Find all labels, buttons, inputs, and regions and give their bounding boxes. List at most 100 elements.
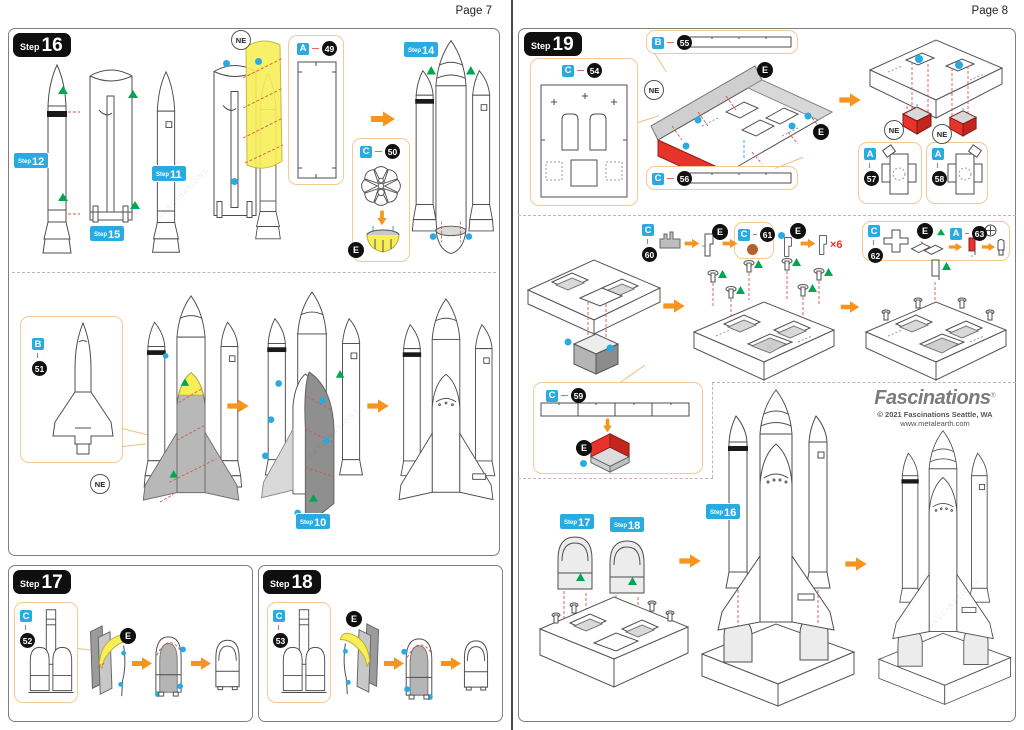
engine-mount-finished-illustration xyxy=(212,636,243,691)
part-letter: A xyxy=(950,227,962,240)
part-number: 61 xyxy=(760,227,775,242)
part-c52-illustration xyxy=(26,606,76,700)
rocket-stack-illustration xyxy=(402,30,500,266)
label-dash xyxy=(37,353,38,358)
part-label-c53: C 53 xyxy=(273,610,288,648)
step-number: 11 xyxy=(170,168,182,181)
copyright-text: © 2021 Fascinations Seattle, WA xyxy=(877,410,993,419)
step-number: 16 xyxy=(724,506,737,519)
label-dash xyxy=(869,163,870,168)
center-tank-half-illustration xyxy=(210,56,260,231)
step-12-chip: Step 12 xyxy=(12,152,50,169)
center-tank-half-illustration xyxy=(86,62,136,234)
label-dash xyxy=(25,625,26,630)
part-label-c52: C 52 xyxy=(20,610,35,648)
part-number: 60 xyxy=(642,247,657,262)
arrow-right-icon xyxy=(800,238,816,249)
part-number: 55 xyxy=(677,35,692,50)
tab-dot xyxy=(223,60,230,67)
arrow-right-icon xyxy=(370,110,396,128)
part-number: 54 xyxy=(587,63,602,78)
step-number: 15 xyxy=(108,228,121,241)
part-letter: C xyxy=(738,228,750,241)
arrow-down-icon xyxy=(602,418,613,433)
part-a49-illustration xyxy=(294,58,340,182)
arrow-right-icon xyxy=(131,656,153,671)
section-divider xyxy=(12,272,496,273)
arrow-right-icon xyxy=(366,398,390,414)
part-number: 58 xyxy=(932,171,947,186)
arrow-right-icon xyxy=(722,238,738,249)
part-letter: A xyxy=(864,148,876,160)
ne-marker: NE xyxy=(884,120,904,140)
part-letter: C xyxy=(360,145,372,158)
step-number: 18 xyxy=(628,519,641,532)
part-number: 57 xyxy=(864,171,879,186)
part-letter: A xyxy=(932,148,944,160)
label-dash xyxy=(312,48,319,49)
step-number: 19 xyxy=(552,33,574,55)
e-marker: E xyxy=(576,440,592,456)
part-label-c60: C 60 xyxy=(642,224,657,262)
part-number: 62 xyxy=(868,248,883,263)
section-divider xyxy=(712,382,1016,383)
base-box-illustration xyxy=(862,30,1010,130)
arrow-right-icon xyxy=(684,238,700,249)
brand-logo: Fascinations® © 2021 Fascinations Seattl… xyxy=(856,388,1014,428)
part-label-b55: B 55 xyxy=(652,35,692,50)
part-label-c50: C 50 xyxy=(360,144,400,159)
part-number: 50 xyxy=(385,144,400,159)
label-dash xyxy=(753,234,757,235)
step-10-chip: Step 10 xyxy=(294,513,332,530)
page-7-label: Page 7 xyxy=(455,5,492,17)
panel-and-yellow-arch-illustration xyxy=(87,622,131,700)
part-label-c54: C 54 xyxy=(562,63,602,78)
part-letter: A xyxy=(297,42,309,55)
alignment-triangle-icon xyxy=(937,228,945,236)
engine-mount-finished-illustration xyxy=(460,637,492,691)
e-marker: E xyxy=(120,628,136,644)
step-word: Step xyxy=(270,578,290,589)
folded-bracket-illustration xyxy=(817,233,829,257)
step-word: Step xyxy=(531,40,551,51)
part-letter: B xyxy=(652,36,664,49)
step-number: 12 xyxy=(32,155,45,168)
page-8-label: Page 8 xyxy=(971,5,1008,17)
label-dash xyxy=(577,70,584,71)
alignment-triangle-icon xyxy=(58,86,68,94)
step-15-chip: Step 15 xyxy=(88,225,126,242)
tab-dot xyxy=(255,58,262,65)
arrow-right-icon xyxy=(190,656,212,671)
arrow-right-icon xyxy=(840,300,860,314)
bearing-ball-icon xyxy=(747,244,758,255)
part-letter: C xyxy=(652,172,664,185)
step-11-chip: Step 11 xyxy=(151,165,187,182)
step-word: Step xyxy=(94,232,108,238)
e-marker: E xyxy=(346,611,362,627)
section-divider xyxy=(518,478,713,479)
part-c56-strip-illustration xyxy=(686,172,792,184)
step-number: 17 xyxy=(578,516,591,529)
platform-underside-illustration xyxy=(522,256,664,384)
step-word: Step xyxy=(710,510,724,516)
fan-part-illustration xyxy=(357,162,405,210)
step-16-chip: Step 16 xyxy=(704,503,742,520)
step-word: Step xyxy=(18,159,32,165)
tab-dot xyxy=(231,178,238,185)
step-16-badge: Step 16 xyxy=(13,33,71,57)
booster-illustration xyxy=(142,68,190,258)
part-c62-illustration xyxy=(882,226,910,256)
label-dash xyxy=(667,42,674,43)
engine-mount-arch-illustration xyxy=(152,631,186,699)
yellow-fairing-highlight xyxy=(240,33,286,185)
step-14-chip: Step 14 xyxy=(402,41,440,58)
e-marker: E xyxy=(712,224,728,240)
arrow-right-icon xyxy=(440,656,462,671)
tab-dot xyxy=(580,460,587,467)
shuttle-stack-panel-illustration xyxy=(252,280,372,546)
label-dash xyxy=(278,625,279,630)
e-marker: E xyxy=(348,242,364,258)
step-number: 17 xyxy=(41,571,63,593)
folded-bracket-illustration xyxy=(782,234,794,260)
